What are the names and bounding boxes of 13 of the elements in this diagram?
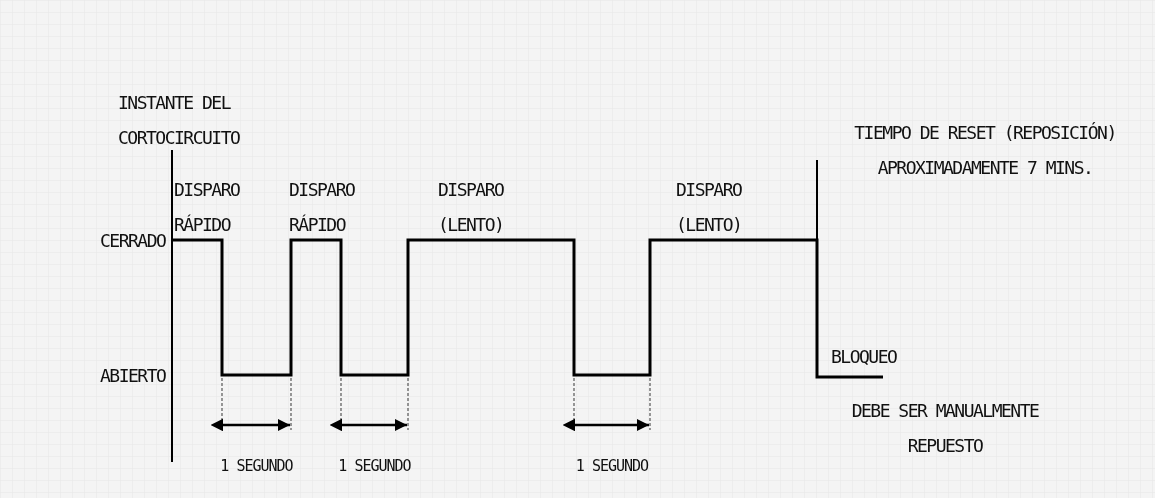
state-label: CERRADO (100, 229, 167, 253)
lockout-label: BLOQUEO (831, 345, 898, 369)
duration-label: 1 SEGUNDO (337, 456, 412, 476)
note-text: DEBE SER MANUALMENTE REPUESTO (850, 399, 1040, 458)
duration-label: 1 SEGUNDO (574, 456, 650, 476)
duration-label: 1 SEGUNDO (219, 456, 294, 476)
state-label: ABIERTO (100, 364, 167, 388)
trip-label: DISPARO (LENTO) (676, 178, 743, 237)
trip-label: DISPARO RÁPIDO (174, 178, 241, 237)
trip-label: DISPARO (LENTO) (438, 178, 505, 237)
event-label: INSTANTE DEL CORTOCIRCUITO (118, 91, 241, 150)
reset-time-label: TIEMPO DE RESET (REPOSICIÓN) APROXIMADAMENTE 7 MINS. (853, 121, 1117, 180)
trip-label: DISPARO RÁPIDO (289, 178, 356, 237)
